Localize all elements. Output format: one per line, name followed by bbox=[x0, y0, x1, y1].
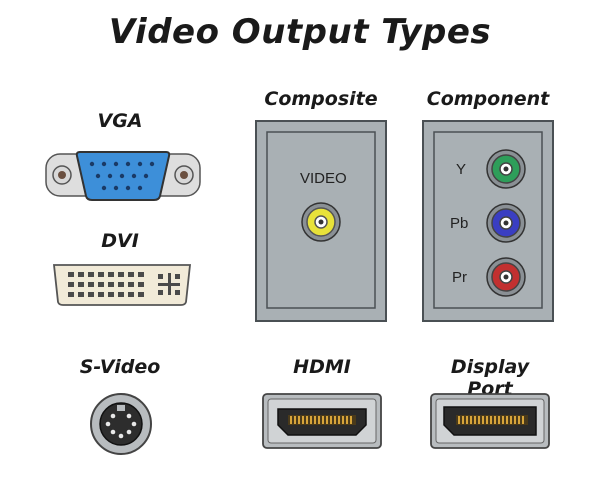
composite-label: Composite bbox=[264, 88, 378, 110]
composite-jack-label: VIDEO bbox=[300, 170, 347, 187]
hdmi-port-icon bbox=[262, 393, 382, 449]
component-jack-pb bbox=[486, 203, 526, 243]
displayport-port-icon bbox=[430, 393, 550, 449]
svideo-label: S-Video bbox=[79, 356, 161, 378]
component-jack-pb-label: Pb bbox=[450, 215, 469, 232]
component-jack-pr bbox=[486, 257, 526, 297]
component-jack-pr-label: Pr bbox=[452, 269, 467, 286]
dvi-label: DVI bbox=[101, 230, 139, 252]
vga-label: VGA bbox=[97, 110, 143, 132]
hdmi-label: HDMI bbox=[293, 356, 351, 378]
composite-panel bbox=[255, 120, 387, 322]
vga-port-icon bbox=[45, 151, 201, 201]
component-panel bbox=[422, 120, 554, 322]
diagram-title: Video Output Types bbox=[108, 12, 492, 52]
svideo-port-icon bbox=[90, 393, 152, 455]
component-jack-y bbox=[486, 149, 526, 189]
component-jack-y-label: Y bbox=[456, 161, 467, 178]
dvi-port-icon bbox=[52, 264, 192, 306]
component-label: Component bbox=[426, 88, 550, 110]
